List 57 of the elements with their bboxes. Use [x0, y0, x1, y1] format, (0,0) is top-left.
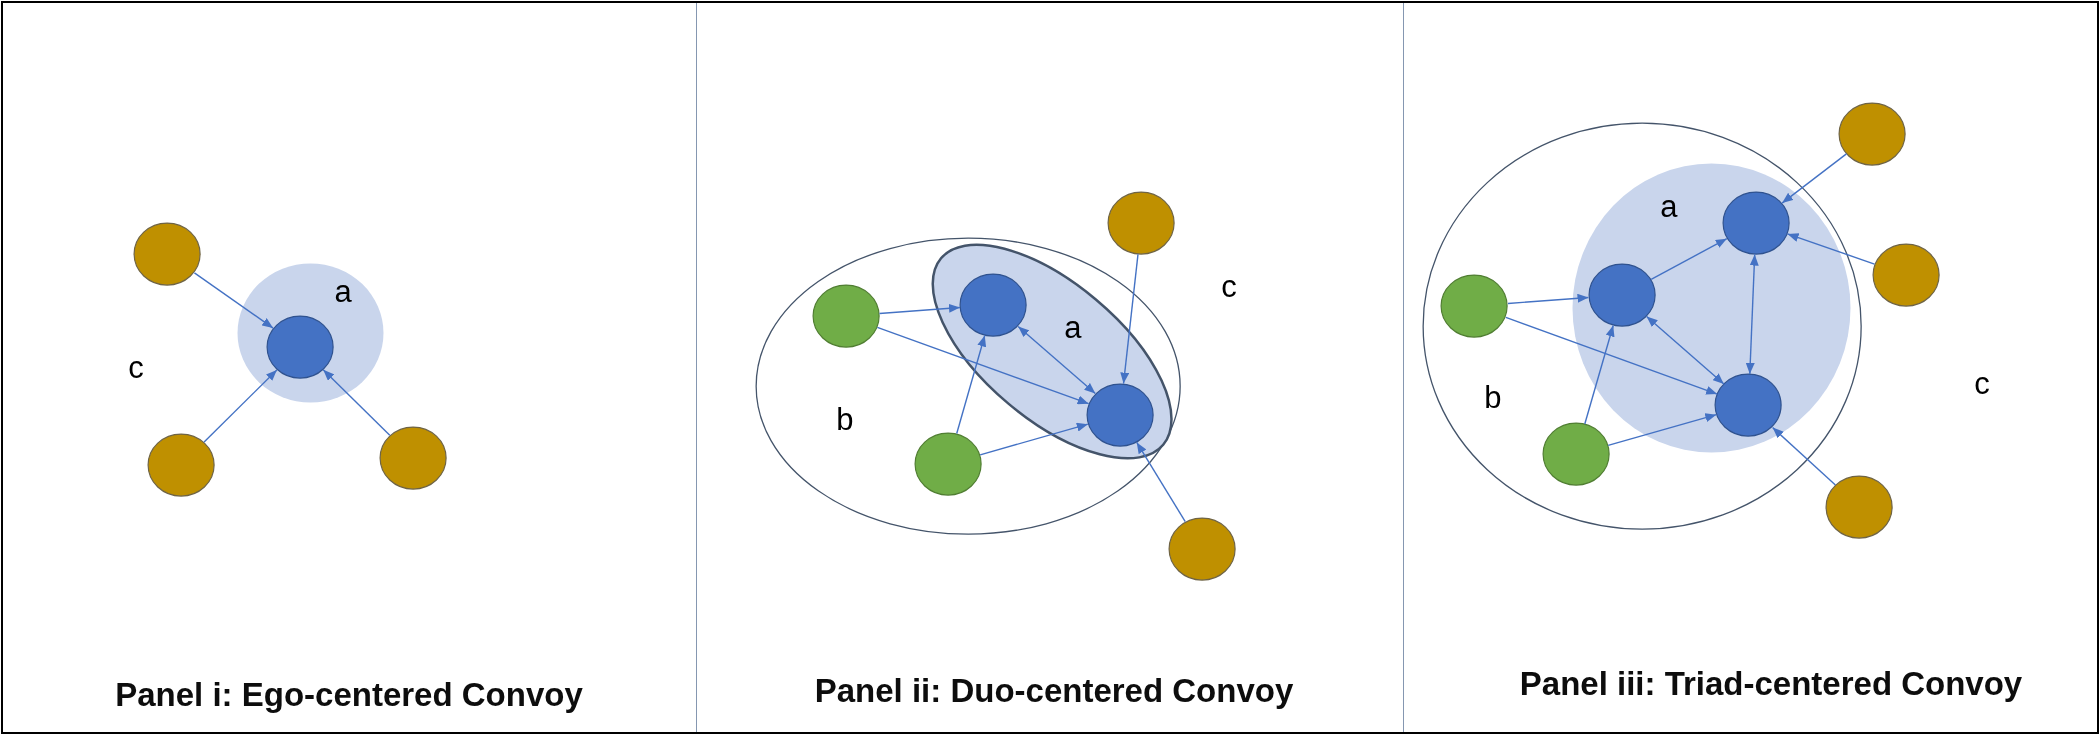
arrow [878, 303, 961, 315]
circle-node [1587, 262, 1657, 328]
circle-node [1714, 373, 1783, 438]
region-label: a [1660, 189, 1678, 225]
circle-node [1085, 382, 1155, 448]
double-arrow [1745, 253, 1759, 375]
arrow [1507, 293, 1590, 305]
outline-ellipse [754, 236, 1182, 536]
double-arrow [1017, 325, 1097, 395]
region-label: a [1064, 310, 1082, 346]
region-label: c [1221, 269, 1237, 305]
circle-node [1871, 242, 1941, 308]
arrow [1786, 233, 1876, 265]
panel-title: Panel i: Ego-centered Convoy [115, 676, 583, 714]
panel-title: Panel iii: Triad-centered Convoy [1519, 665, 2023, 703]
shaded-ellipse [930, 243, 1174, 461]
circle-node [1721, 190, 1791, 256]
double-arrow [1645, 315, 1725, 385]
arrow [1607, 413, 1718, 447]
circle-node [1541, 422, 1611, 487]
circle-node [959, 272, 1028, 338]
shaded-circle [236, 263, 384, 403]
circle-node [811, 283, 881, 349]
outline-circle [1422, 122, 1863, 531]
shaded-circle [1572, 163, 1852, 453]
arrow [1120, 253, 1139, 385]
arrow [979, 422, 1089, 456]
circle-node [913, 431, 983, 497]
circle-node [146, 432, 216, 498]
region-label: a [334, 274, 352, 310]
circle-node [1107, 190, 1176, 256]
panel [1404, 1, 2099, 734]
arrow [876, 326, 1090, 405]
arrow [203, 369, 278, 443]
arrow [1650, 238, 1728, 280]
arrow [322, 369, 391, 436]
arrow [956, 334, 987, 435]
circle-node [1167, 516, 1237, 582]
arrow [1505, 316, 1718, 395]
circle-node [133, 221, 202, 287]
arrow [193, 272, 274, 329]
arrow [1781, 153, 1848, 204]
arrow [1584, 324, 1615, 425]
circle-node [1440, 273, 1509, 339]
circle-node [265, 314, 335, 380]
circle-node [378, 425, 448, 491]
region-label: b [1484, 380, 1502, 416]
region-label: c [1974, 366, 1990, 402]
circle-node [1825, 474, 1894, 540]
region-label: b [836, 402, 854, 438]
arrow [1771, 426, 1837, 486]
panel [697, 1, 1404, 734]
region-label: c [128, 350, 144, 386]
panel [1, 1, 697, 734]
arrow [1136, 441, 1186, 523]
panel-title: Panel ii: Duo-centered Convoy [814, 672, 1294, 710]
circle-node [1838, 101, 1907, 167]
